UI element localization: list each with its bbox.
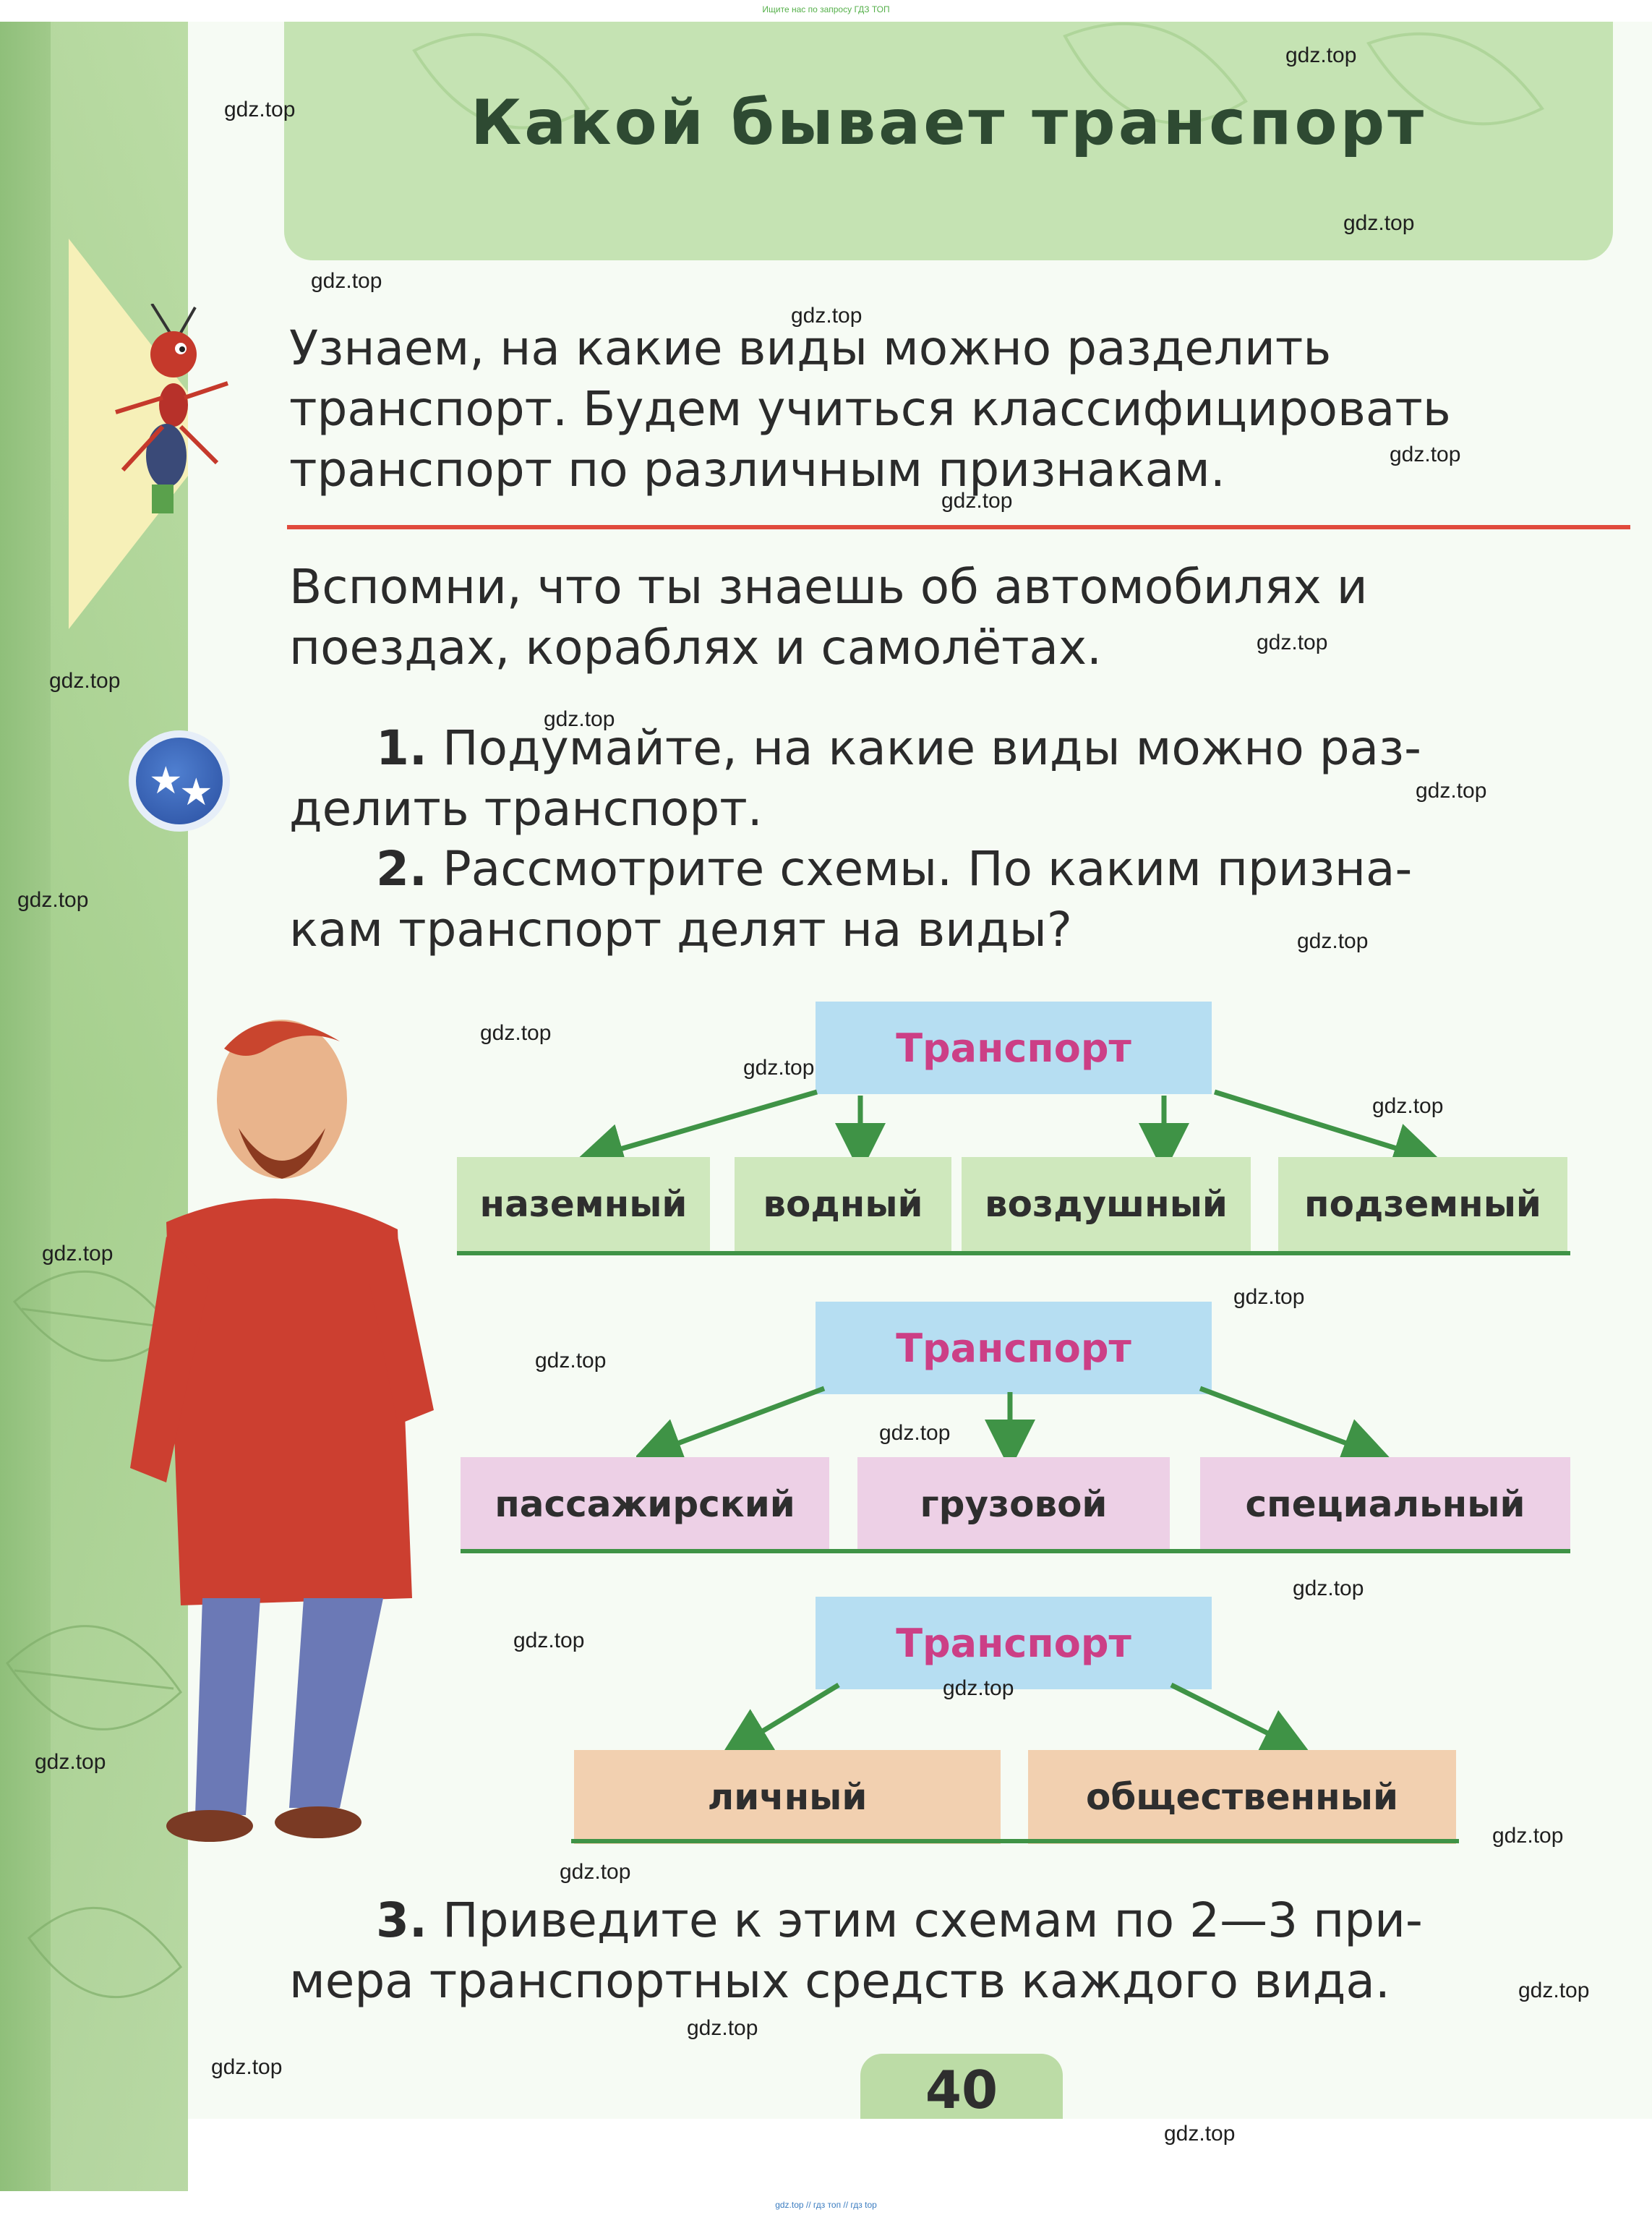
- diagram-2-arrows: [636, 1386, 1393, 1468]
- bottom-note: gdz.top // гдз топ // гдз top: [775, 2200, 877, 2210]
- watermark: gdz.top: [879, 1421, 951, 1445]
- watermark: gdz.top: [791, 304, 863, 328]
- diagram-1-arrows: [573, 1089, 1444, 1174]
- diagram-2-item-2: грузовой: [857, 1457, 1170, 1551]
- watermark: gdz.top: [743, 1056, 815, 1080]
- watermark: gdz.top: [224, 98, 296, 121]
- page-number: 40: [860, 2054, 1063, 2120]
- diagram-2-item-1: пассажирский: [461, 1457, 829, 1551]
- diagram-2-item-3: специальный: [1200, 1457, 1570, 1551]
- watermark: gdz.top: [1416, 779, 1487, 803]
- watermark: gdz.top: [687, 2016, 758, 2040]
- task-1-line-2: делить транспорт.: [289, 781, 763, 837]
- watermark: gdz.top: [1343, 211, 1415, 235]
- man-illustration: [130, 1020, 434, 1842]
- top-note: Ищите нас по запросу ГДЗ ТОП: [762, 4, 890, 14]
- task-1-line-1: Подумайте, на какие виды можно раз-: [442, 720, 1421, 776]
- task-2-line-2: кам транспорт делят на виды?: [289, 902, 1072, 957]
- task-3-line-1: Приведите к этим схемам по 2—3 при-: [442, 1892, 1423, 1948]
- task-1: 1. Подумайте, на какие виды можно раз- д…: [289, 718, 1630, 840]
- ant-illustration: [115, 304, 228, 513]
- watermark: gdz.top: [35, 1750, 106, 1774]
- watermark: gdz.top: [943, 1676, 1014, 1700]
- pair-work-icon: ★★: [129, 730, 230, 832]
- watermark: gdz.top: [1492, 1824, 1564, 1848]
- diagram-3-arrows: [720, 1682, 1313, 1757]
- watermark: gdz.top: [1233, 1285, 1305, 1309]
- diagram-3-header: Транспорт: [816, 1597, 1212, 1689]
- diagram-1-item-1: наземный: [457, 1157, 710, 1251]
- task-1-number: 1.: [376, 720, 427, 776]
- watermark: gdz.top: [535, 1349, 607, 1373]
- intro-line-2: транспорт. Будем учиться классифицироват…: [289, 381, 1451, 437]
- recall-line-2: поездах, кораблях и самолётах.: [289, 620, 1103, 675]
- task-2-number: 2.: [376, 841, 427, 897]
- diagram-3-item-2: общественный: [1028, 1750, 1456, 1844]
- intro-line-1: Узнаем, на какие виды можно разделить: [289, 320, 1332, 376]
- leaf-decor: [6, 1271, 182, 1999]
- watermark: gdz.top: [49, 669, 121, 693]
- leaf-watermark: [412, 22, 1544, 129]
- task-2-line-1: Рассмотрите схемы. По каким призна-: [442, 841, 1413, 897]
- diagram-1-item-2: водный: [735, 1157, 951, 1251]
- watermark: gdz.top: [480, 1021, 552, 1045]
- watermark: gdz.top: [941, 489, 1013, 513]
- watermark: gdz.top: [211, 2055, 283, 2079]
- intro-line-3: транспорт по различным признакам.: [289, 442, 1225, 498]
- recall-line-1: Вспомни, что ты знаешь об автомобилях и: [289, 559, 1368, 615]
- intro-text: Узнаем, на какие виды можно разделить тр…: [289, 318, 1630, 500]
- watermark: gdz.top: [1164, 2122, 1236, 2146]
- recall-text: Вспомни, что ты знаешь об автомобилях и …: [289, 557, 1630, 678]
- watermark: gdz.top: [544, 707, 615, 731]
- watermark: gdz.top: [1372, 1094, 1444, 1118]
- watermark: gdz.top: [311, 269, 382, 293]
- watermark: gdz.top: [17, 888, 89, 912]
- red-divider: [287, 525, 1630, 529]
- title-banner: [284, 22, 1613, 260]
- diagram-1-header: Транспорт: [816, 1002, 1212, 1094]
- diagram-2-underline: [461, 1549, 1570, 1553]
- watermark: gdz.top: [560, 1860, 631, 1884]
- diagram-3-item-1: личный: [574, 1750, 1001, 1844]
- watermark: gdz.top: [513, 1629, 585, 1652]
- task-3-line-2: мера транспортных средств каждого вида.: [289, 1953, 1390, 2009]
- watermark: gdz.top: [42, 1242, 114, 1266]
- diagram-1-item-4: подземный: [1278, 1157, 1567, 1251]
- diagram-1-item-3: воздушный: [962, 1157, 1251, 1251]
- task-3-number: 3.: [376, 1892, 427, 1948]
- watermark: gdz.top: [1257, 631, 1328, 654]
- page-title: Какой бывает транспорт: [470, 87, 1427, 159]
- watermark: gdz.top: [1390, 443, 1461, 466]
- watermark: gdz.top: [1518, 1979, 1590, 2002]
- diagram-1-underline: [457, 1251, 1570, 1255]
- watermark: gdz.top: [1293, 1576, 1364, 1600]
- diagram-2-header: Транспорт: [816, 1302, 1212, 1394]
- task-3: 3. Приведите к этим схемам по 2—3 при- м…: [289, 1890, 1630, 2012]
- watermark: gdz.top: [1285, 43, 1357, 67]
- watermark: gdz.top: [1297, 929, 1369, 953]
- task-2: 2. Рассмотрите схемы. По каким призна- к…: [289, 839, 1630, 960]
- diagram-3-underline: [571, 1839, 1459, 1843]
